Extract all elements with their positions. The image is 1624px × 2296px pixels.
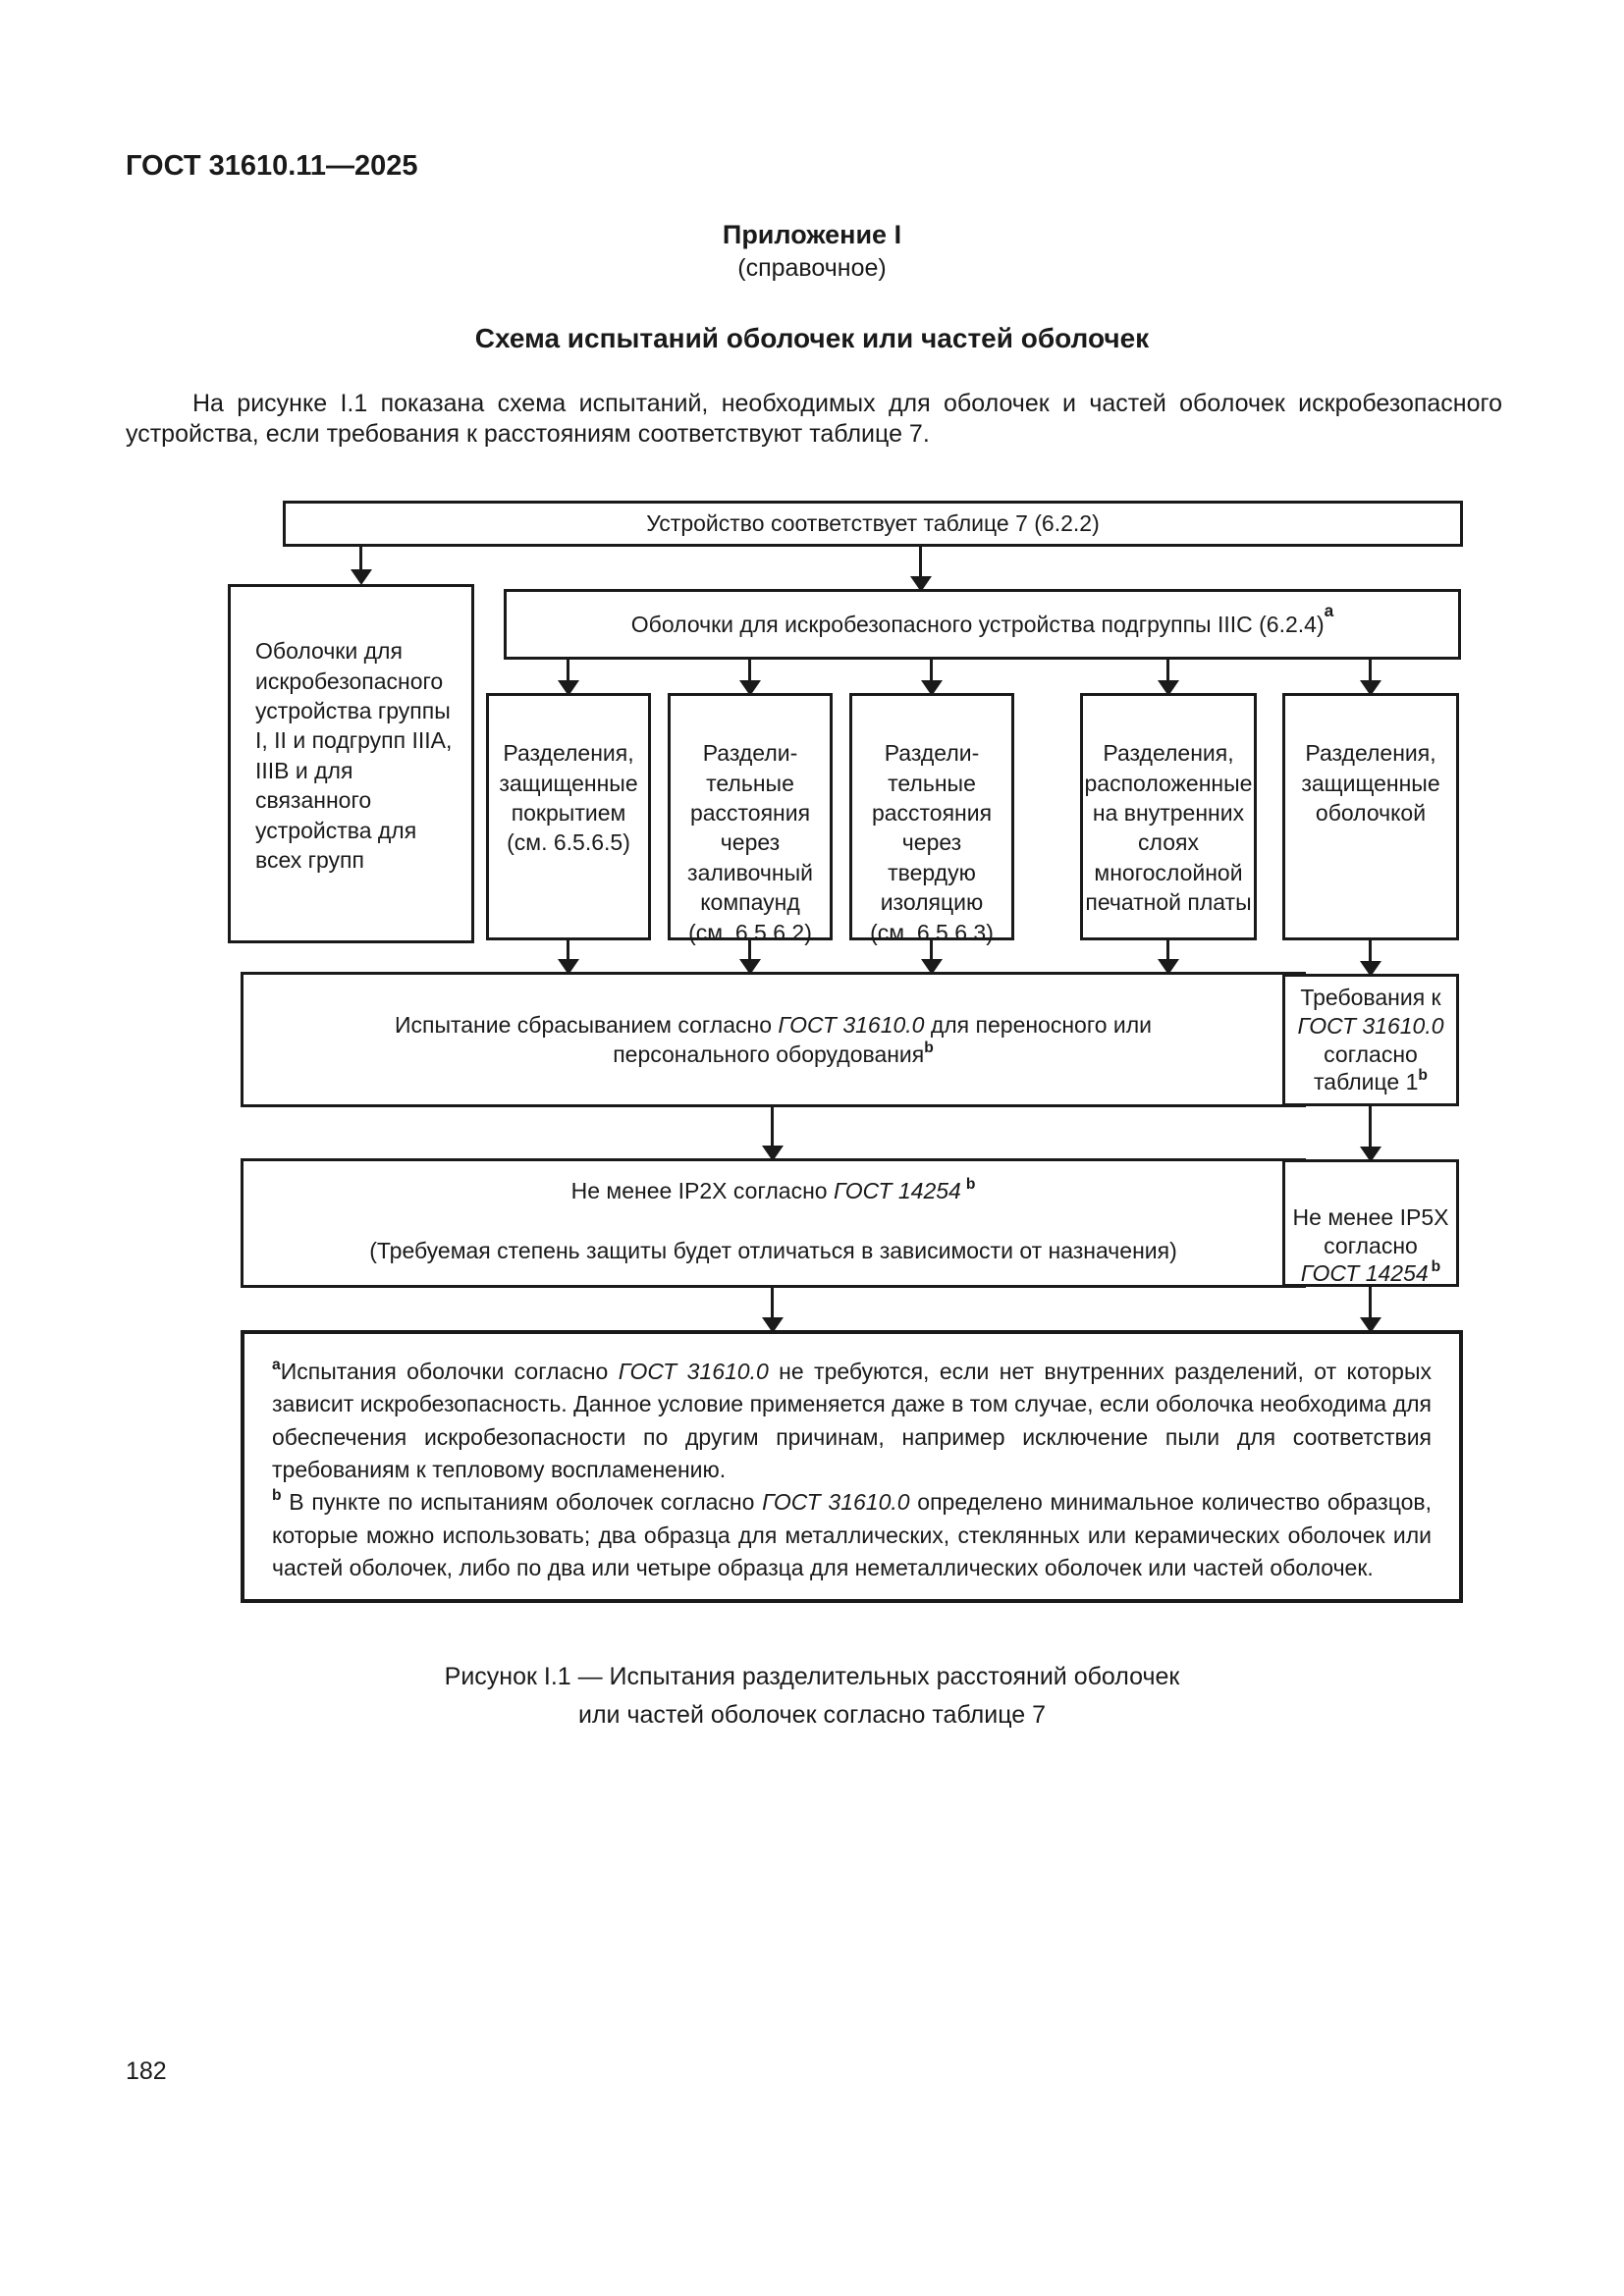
flow-box-ip2x-note: (Требуемая степень защиты будет отличать… xyxy=(369,1238,1177,1264)
flow-box-iiic-text: Оболочки для искробезопасного устройства… xyxy=(630,611,1325,637)
flow-box-solid-insulation: Раздели- тельные расстояния через тверду… xyxy=(849,693,1014,945)
ip2x-gost-ref: ГОСТ 14254 xyxy=(833,1178,961,1203)
flow-box-root: Устройство соответствует таблице 7 (6.2.… xyxy=(283,501,1463,547)
flow-box-inner-layers-label: Разделения, расположенные на внутренних … xyxy=(1084,740,1253,916)
flow-box-solid-insulation-label: Раздели- тельные расстояния через тверду… xyxy=(870,740,994,945)
flow-box-groups-i-ii-label: Оболочки для искробезопасного устройства… xyxy=(255,638,453,873)
footnote-ref-b: b xyxy=(924,1039,934,1056)
footnote-a-marker: a xyxy=(272,1356,281,1373)
flow-box-iiic-label: Оболочки для искробезопасного устройства… xyxy=(630,601,1333,639)
arrow-child-3-to-drop-test xyxy=(930,940,933,959)
footnote-b-text-2: определено минимальное количество образц… xyxy=(272,1489,1433,1581)
arrow-drop-test-to-ip2x xyxy=(771,1107,774,1146)
footnote-a-text-1: Испытания оболочки согласно xyxy=(280,1359,619,1384)
flow-box-root-label: Устройство соответствует таблице 7 (6.2.… xyxy=(646,510,1100,537)
flow-box-coating: Разделения, защищенные покрытием (см. 6.… xyxy=(486,693,651,940)
flow-box-inner-layers: Разделения, расположенные на внутренних … xyxy=(1080,693,1257,940)
flow-box-groups-i-ii: Оболочки для искробезопасного устройства… xyxy=(228,584,474,943)
arrow-iiic-to-child-2 xyxy=(748,660,751,680)
flow-box-coating-label: Разделения, защищенные покрытием (см. 6.… xyxy=(499,740,638,856)
requirements-text-2: согласно таблице 1 xyxy=(1314,1041,1419,1095)
flow-box-requirements-table1: Требования к ГОСТ 31610.0 согласно табли… xyxy=(1282,974,1459,1106)
footnote-a-text-2: не требуются, если нет внутренних раздел… xyxy=(272,1359,1432,1483)
standard-number: ГОСТ 31610.11—2025 xyxy=(126,150,418,182)
requirements-gost-ref: ГОСТ 31610.0 xyxy=(1297,1012,1444,1039)
arrow-iiic-to-child-1 xyxy=(567,660,569,680)
drop-test-text-1: Испытание сбрасыванием согласно xyxy=(394,1011,779,1038)
footnote-a: aИспытания оболочки согласно ГОСТ 31610.… xyxy=(272,1356,1432,1486)
flow-box-iiic: Оболочки для искробезопасного устройства… xyxy=(504,589,1461,660)
footnote-ref-b: b xyxy=(965,1175,976,1193)
arrow-iiic-to-child-4 xyxy=(1166,660,1169,680)
footnote-ref-a: a xyxy=(1324,601,1334,621)
figure-caption-line1: Рисунок I.1 — Испытания разделительных р… xyxy=(444,1663,1180,1690)
intro-paragraph: На рисунке I.1 показана схема испытаний,… xyxy=(126,390,1502,449)
requirements-text-1: Требования к xyxy=(1300,985,1441,1010)
ip2x-text: Не менее IP2X согласно xyxy=(570,1178,834,1203)
arrow-requirements-to-ip5x xyxy=(1369,1106,1372,1147)
flow-box-drop-test: Испытание сбрасыванием согласно ГОСТ 316… xyxy=(241,972,1306,1107)
page-number: 182 xyxy=(126,2057,167,2085)
flow-box-requirements-table1-label: Требования к ГОСТ 31610.0 согласно табли… xyxy=(1297,984,1443,1096)
arrow-child-1-to-drop-test xyxy=(567,940,569,959)
arrow-root-to-left-box xyxy=(359,547,362,569)
flow-box-compound: Раздели- тельные расстояния через заливо… xyxy=(668,693,833,945)
arrow-ip5x-to-footnotes xyxy=(1369,1287,1372,1317)
arrow-iiic-to-child-5 xyxy=(1369,660,1372,680)
arrow-child-2-to-drop-test xyxy=(748,940,751,959)
appendix-title: Схема испытаний оболочек или частей обол… xyxy=(474,323,1150,353)
appendix-label: Приложение I xyxy=(722,220,902,249)
flow-box-enclosure-protected: Разделения, защищенные оболочкой xyxy=(1282,693,1459,940)
footnote-b-marker: b xyxy=(272,1487,282,1505)
arrow-child-4-to-drop-test xyxy=(1166,940,1169,959)
footnote-a-gost-ref: ГОСТ 31610.0 xyxy=(618,1359,769,1384)
arrow-ip2x-to-footnotes xyxy=(771,1288,774,1317)
footnote-ref-b: b xyxy=(1431,1258,1441,1276)
flow-box-enclosure-protected-label: Разделения, защищенные оболочкой xyxy=(1301,740,1440,827)
drop-test-gost-ref: ГОСТ 31610.0 xyxy=(778,1011,925,1038)
footnote-b-gost-ref: ГОСТ 31610.0 xyxy=(762,1489,910,1516)
flow-box-drop-test-label: Испытание сбрасыванием согласно ГОСТ 316… xyxy=(371,1010,1176,1070)
arrow-child-5-to-requirements xyxy=(1369,939,1372,961)
figure-caption-line2: или частей оболочек согласно таблице 7 xyxy=(577,1701,1046,1729)
footnote-b: b В пункте по испытаниям оболочек соглас… xyxy=(272,1486,1432,1584)
flow-box-compound-label: Раздели- тельные расстояния через заливо… xyxy=(687,740,813,945)
arrow-iiic-to-child-3 xyxy=(930,660,933,680)
footnote-ref-b: b xyxy=(1418,1067,1428,1085)
footnote-b-text-1: В пункте по испытаниям оболочек согласно xyxy=(281,1489,763,1516)
drop-test-text-2: для переносного или персонального оборуд… xyxy=(613,1011,1153,1067)
ip5x-gost-ref: ГОСТ 14254 xyxy=(1300,1260,1429,1287)
appendix-kind: (справочное) xyxy=(737,254,887,282)
arrow-root-to-iiic-box xyxy=(919,547,922,576)
ip5x-text: Не менее IP5X согласно xyxy=(1292,1203,1449,1258)
footnotes-box: aИспытания оболочки согласно ГОСТ 31610.… xyxy=(241,1330,1463,1603)
